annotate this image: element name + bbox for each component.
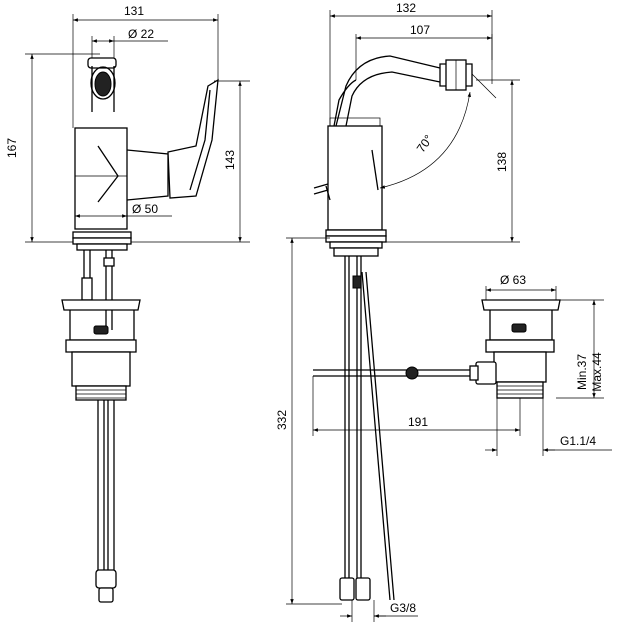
dim-waste-thread: G1.1/4 — [560, 434, 596, 448]
dim-side-reach: 107 — [410, 23, 430, 37]
dim-front-width: 131 — [124, 4, 144, 18]
side-popup-rod — [352, 271, 395, 601]
side-nozzle — [439, 59, 473, 91]
dim-waste-reach: 191 — [408, 415, 428, 429]
front-popup-waste — [61, 299, 141, 401]
dim-waste-min: Min.37 — [575, 354, 589, 390]
side-popup-waste — [469, 299, 561, 399]
front-outlet — [87, 57, 117, 112]
dim-front-height: 167 — [5, 138, 19, 158]
dim-waste-max: Max.44 — [590, 352, 604, 392]
front-body — [74, 127, 169, 230]
front-flexible-hoses — [95, 400, 117, 603]
dim-side-height: 138 — [495, 152, 509, 172]
front-view: 131 Ø 22 167 143 Ø 50 — [5, 4, 250, 603]
dim-front-outlet-dia: Ø 22 — [128, 27, 154, 41]
side-base — [325, 229, 387, 257]
dim-supply-thread: G3/8 — [390, 601, 416, 615]
front-fixing-stems — [81, 250, 115, 330]
front-lever-handle — [167, 78, 219, 199]
side-view: 132 107 138 70° 332 Ø 63 Min.37 Max.44 — [275, 1, 612, 622]
side-link-rod — [313, 366, 476, 380]
dim-side-width: 132 — [396, 1, 416, 15]
dim-front-body-height: 143 — [223, 150, 237, 170]
dim-front-body-dia: Ø 50 — [132, 202, 158, 216]
dim-total-height: 332 — [275, 410, 289, 430]
dim-waste-dia: Ø 63 — [500, 273, 526, 287]
side-flexible-hoses — [339, 256, 371, 601]
side-lever — [313, 183, 331, 201]
front-base — [72, 231, 132, 251]
dim-side-angle: 70° — [414, 132, 436, 155]
